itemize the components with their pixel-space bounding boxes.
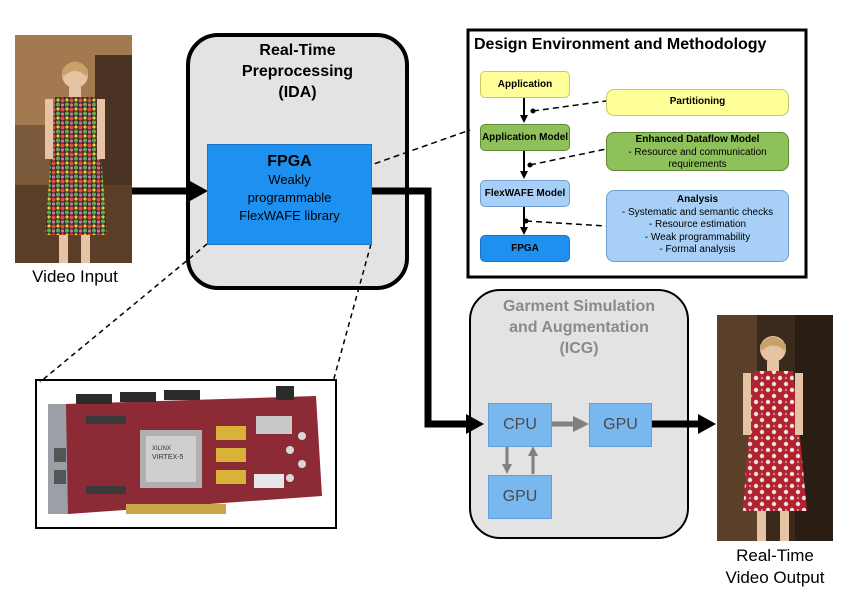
fpga-desc-line1: Weakly [268, 172, 311, 187]
cpu-block: CPU [488, 403, 552, 447]
flow-arrow-3 [520, 227, 528, 235]
partitioning-label: Partitioning [669, 96, 726, 108]
zoom-line-left [39, 243, 208, 383]
icg-title: Garment Simulation and Augmentation (ICG… [470, 296, 688, 359]
node-application: Application [480, 71, 570, 98]
design-env-title: Design Environment and Methodology [474, 36, 767, 53]
node-application-model: Application Model [480, 124, 570, 151]
board-chip-model: VIRTEX-5 [152, 454, 183, 461]
zoom-line-right [332, 243, 372, 383]
analysis-item3: - Weak programmability [644, 231, 751, 243]
ida-title: Real-Time Preprocessing (IDA) [188, 40, 407, 103]
node-flexwafe-model: FlexWAFE Model [480, 180, 570, 207]
node-fpga: FPGA [480, 235, 570, 262]
flow-arrow-1 [520, 115, 528, 123]
video-output-caption-line2: Video Output [725, 568, 825, 587]
fpga-block: FPGA Weakly programmable FlexWAFE librar… [207, 144, 372, 245]
icg-title-line2: and Augmentation [509, 319, 649, 336]
fpga-desc-line2: programmable [247, 190, 332, 205]
analysis-item1: - Systematic and semantic checks [621, 206, 774, 218]
fpga-to-cpu-path [371, 187, 468, 428]
gpu-right-block: GPU [589, 403, 652, 447]
analysis-box: Analysis - Systematic and semantic check… [606, 190, 789, 262]
cpu-to-gpu-arrow [573, 416, 589, 432]
fpga-board-photo: XILINX VIRTEX-5 [46, 386, 328, 522]
enhanced-line2: requirements [668, 159, 727, 170]
ida-title-line2: Preprocessing [241, 63, 354, 80]
fpga-desc-line3: FlexWAFE library [239, 208, 340, 223]
enhanced-line1: - Resource and communication [628, 146, 767, 158]
enhanced-dataflow-box: Enhanced Dataflow Model - Resource and c… [606, 132, 789, 171]
flow-arrow-2 [520, 171, 528, 179]
icg-title-line3: (ICG) [559, 340, 599, 357]
fpga-title: FPGA [267, 153, 312, 170]
video-output-caption: Real-Time Video Output [705, 545, 845, 589]
cpu-to-gpu-down-arrow [502, 464, 512, 474]
video-output-photo [717, 315, 833, 541]
analysis-item4: - Formal analysis [659, 244, 736, 255]
video-output-caption-line1: Real-Time [736, 546, 814, 565]
input-arrowhead [190, 181, 208, 201]
gpu-to-cpu-up-arrow [528, 446, 538, 456]
output-arrowhead [698, 414, 716, 434]
video-input-photo [15, 35, 132, 263]
video-input-caption: Video Input [32, 267, 118, 286]
analysis-item2: - Resource estimation [648, 219, 747, 230]
fpga-to-cpu-arrowhead [466, 414, 484, 434]
icg-title-line1: Garment Simulation [502, 298, 656, 315]
enhanced-heading: Enhanced Dataflow Model [635, 134, 760, 145]
partitioning-box: Partitioning [606, 89, 789, 116]
ida-title-line1: Real-Time [259, 42, 336, 59]
board-chip-brand: XILINX [152, 446, 171, 452]
ida-title-line3: (IDA) [278, 84, 317, 101]
gpu-bottom-block: GPU [488, 475, 552, 519]
analysis-heading: Analysis [676, 194, 719, 205]
